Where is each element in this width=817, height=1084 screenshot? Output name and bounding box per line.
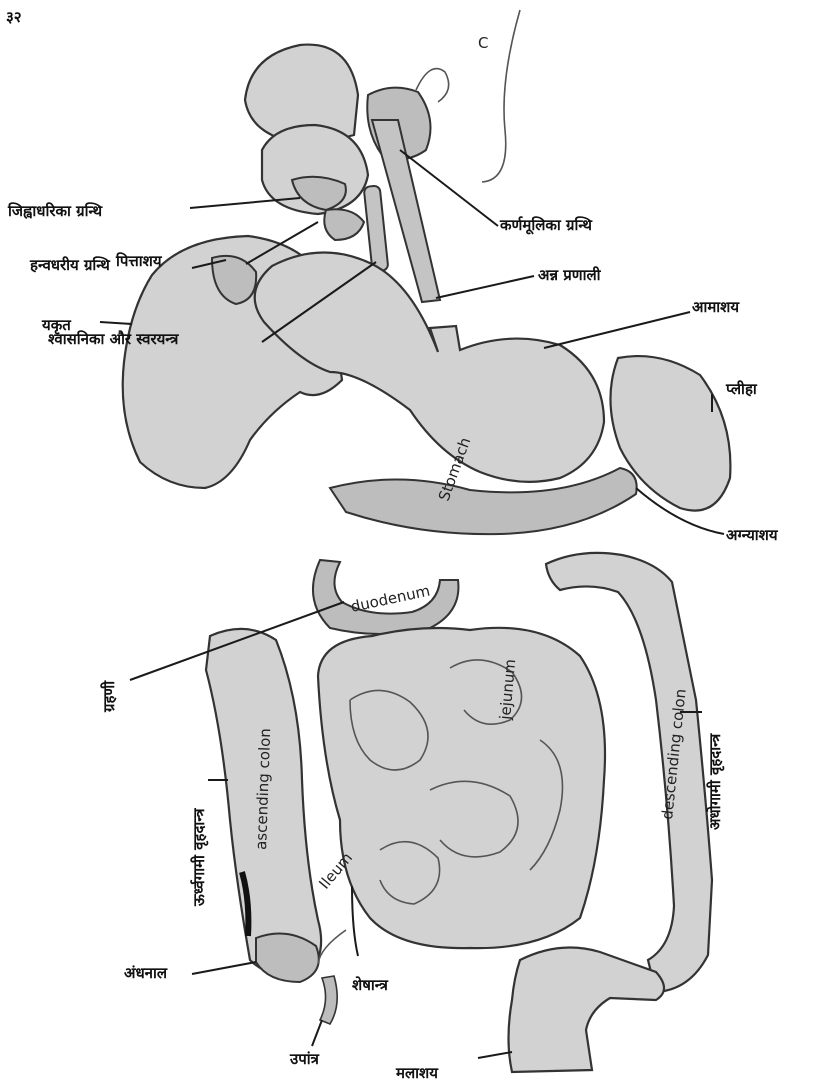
leader-line (478, 1052, 512, 1058)
label-ascending-colon: ऊर्ध्वगामी वृहदान्त्र (190, 808, 209, 907)
pancreas (330, 468, 637, 534)
label-oesophagus: अन्न प्रणाली (538, 266, 602, 284)
label-submandibular-gland: हन्वधरीय ग्रन्थि (29, 256, 111, 274)
label-gall-bladder: पित्ताशय (115, 252, 163, 270)
label-caecum: अंधनाल (124, 964, 168, 982)
leader-line (544, 312, 690, 348)
label-stomach: आमाशय (692, 298, 740, 316)
label-pancreas: अग्न्याशय (726, 526, 779, 544)
page-number: ३२ (6, 8, 22, 26)
label-parotid-gland: कर्णमूलिका ग्रन्थि (499, 216, 593, 235)
label-ileum: शेषान्त्र (352, 976, 389, 994)
label-appendix: उपांत्र (289, 1050, 320, 1068)
rectum (509, 948, 665, 1073)
label-sublingual-gland: जिह्वाधरिका ग्रन्थि (7, 202, 103, 220)
label-liver: यकृत (41, 316, 72, 335)
label-descending-colon: अधोगामी वृहदान्त्र (706, 733, 725, 830)
label-duodenum: ग्रहणी (100, 680, 118, 713)
submandibular-gland (324, 209, 364, 240)
caecum (256, 934, 319, 983)
leader-line (100, 322, 132, 324)
appendix (320, 976, 337, 1024)
trachea-tube (364, 185, 389, 271)
leader-line (436, 276, 534, 298)
leader-line (192, 962, 256, 974)
leader-line (312, 1020, 322, 1046)
label-spleen: प्लीहा (725, 380, 758, 398)
label-rectum: मलाशय (395, 1064, 439, 1082)
corner-letter: C (478, 34, 488, 52)
ileum-junction (318, 930, 346, 964)
